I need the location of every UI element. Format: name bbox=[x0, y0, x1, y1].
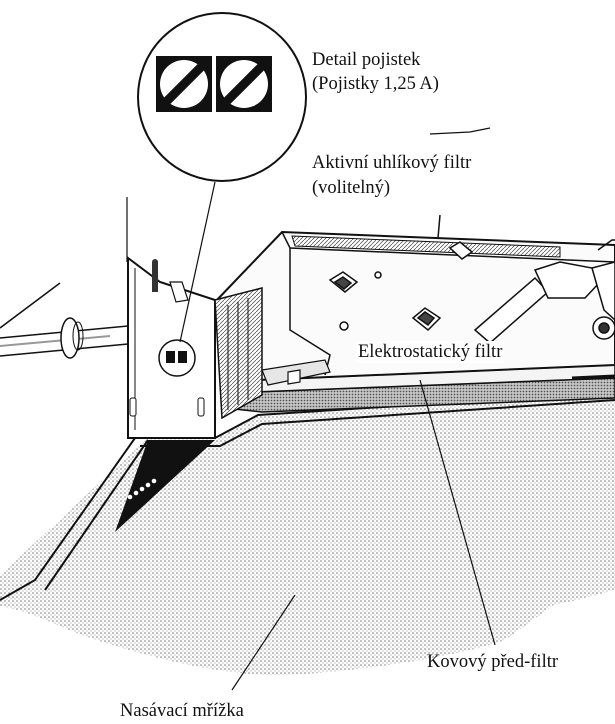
corner-vent-panel bbox=[115, 440, 215, 532]
metal-prefilter-label: Kovový před-filtr bbox=[427, 652, 559, 672]
intake-grille-label: Nasávací mřížka bbox=[120, 701, 244, 721]
antenna-post bbox=[152, 262, 158, 292]
carbon-filter-optional-label: (volitelný) bbox=[312, 178, 391, 198]
intake-grille bbox=[0, 395, 615, 676]
fuse-holder bbox=[158, 339, 196, 377]
fuse-rating-label: (Pojistky 1,25 A) bbox=[312, 74, 439, 94]
fuse-icon-right bbox=[216, 56, 272, 112]
leader-lines bbox=[126, 127, 496, 691]
fuse-icon-left bbox=[156, 56, 212, 112]
power-cable bbox=[0, 317, 129, 359]
carbon-filter-label: Aktivní uhlíkový filtr bbox=[312, 153, 472, 173]
electrostatic-filter-label: Elektrostatický filtr bbox=[356, 341, 505, 363]
fuse-detail-label: Detail pojistek bbox=[312, 50, 421, 70]
electrostatic-components bbox=[328, 239, 615, 380]
lid-hatched-strip bbox=[291, 235, 561, 258]
vent-holes bbox=[127, 478, 157, 500]
